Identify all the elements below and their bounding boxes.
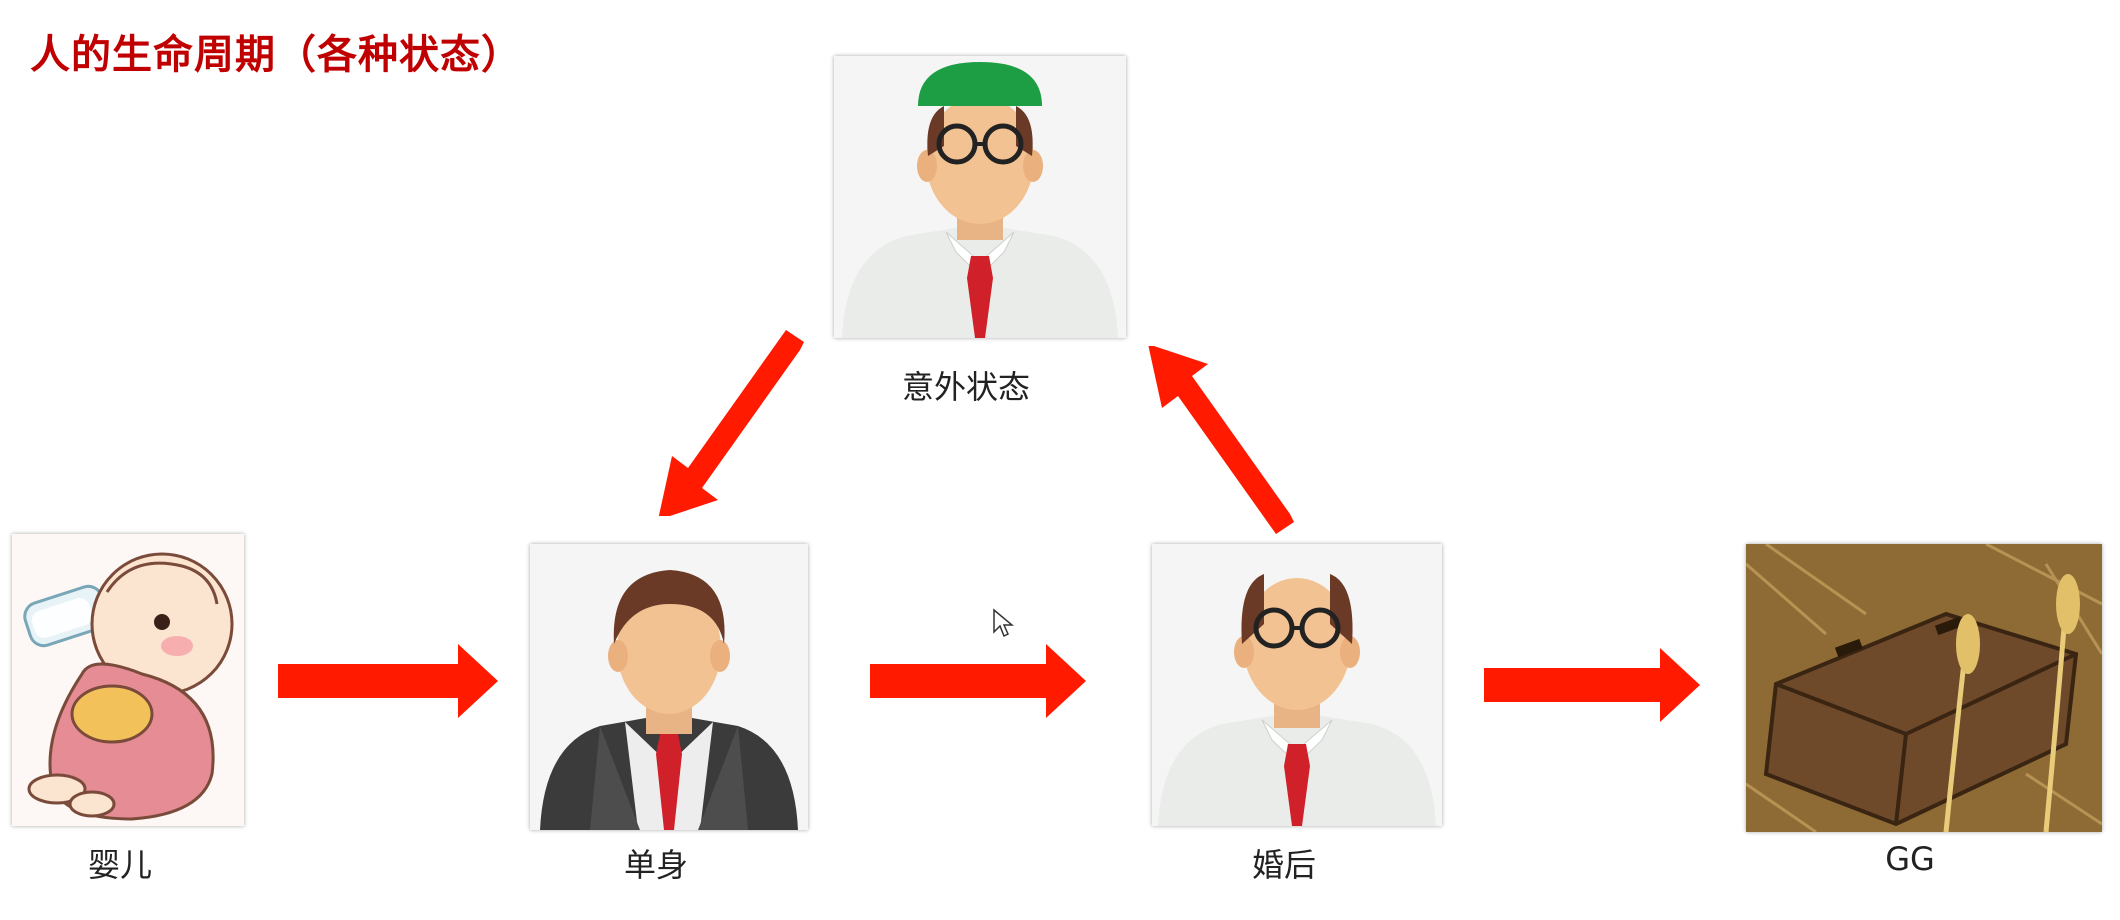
arrow-married-to-gg bbox=[1484, 648, 1700, 722]
married-label: 婚后 bbox=[1251, 846, 1316, 884]
mouse-cursor-icon bbox=[993, 608, 1014, 638]
green-hat-icon bbox=[918, 62, 1042, 106]
single-image bbox=[530, 544, 808, 830]
crate-icon bbox=[1763, 611, 2079, 827]
infant-image bbox=[12, 534, 244, 826]
accident-label: 意外状态 bbox=[901, 368, 1030, 406]
infant-label: 婴儿 bbox=[87, 846, 152, 884]
accident-image bbox=[834, 56, 1126, 338]
gg-image bbox=[1746, 544, 2102, 832]
arrow-infant-to-single bbox=[278, 644, 498, 718]
arrow-married-to-accident bbox=[1148, 346, 1294, 534]
arrow-single-to-married bbox=[870, 644, 1086, 718]
married-image bbox=[1152, 544, 1442, 826]
arrow-accident-to-single bbox=[658, 330, 804, 516]
single-label: 单身 bbox=[623, 846, 688, 884]
gg-label: GG bbox=[1885, 840, 1935, 878]
page-title: 人的生命周期（各种状态） bbox=[30, 32, 522, 78]
